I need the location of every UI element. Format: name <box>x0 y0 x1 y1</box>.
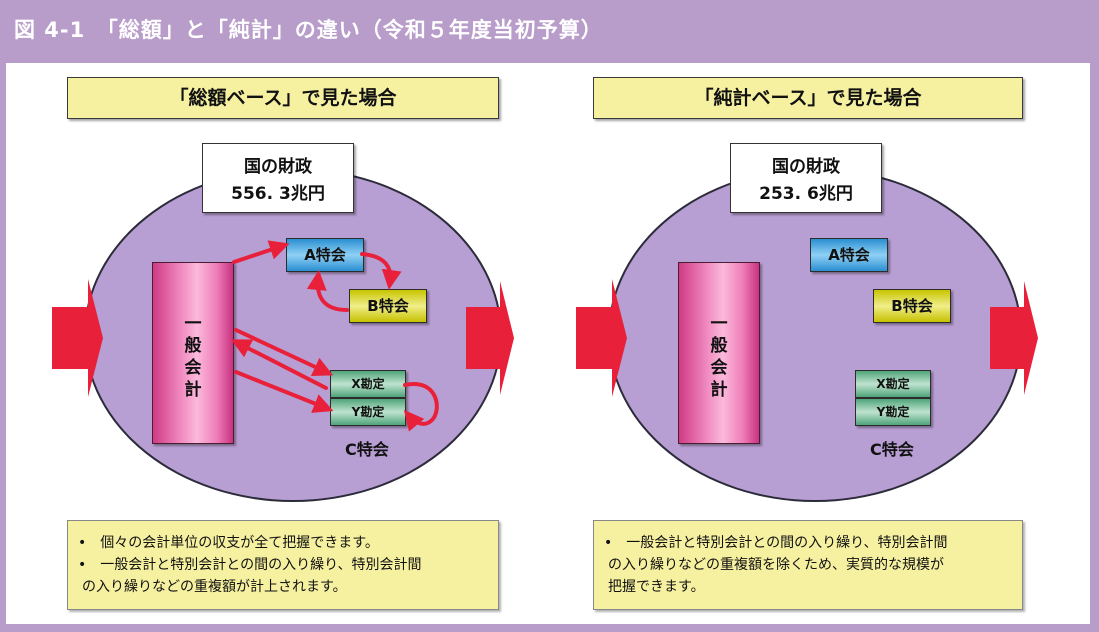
left-general-char-2: 般 <box>184 336 202 356</box>
right-general-account: 一 般 会 計 <box>678 262 760 444</box>
right-finance-label: 国の財政 <box>772 157 840 177</box>
right-general-char-4: 計 <box>710 380 728 400</box>
left-note-1: • 個々の会計単位の収支が全て把握できます。 <box>78 535 379 551</box>
left-finance-value: 556. 3兆円 <box>231 184 325 204</box>
right-note-2: の入り繰りなどの重複額を除くため、実質的な規模が <box>608 557 944 573</box>
left-y-account: Y勘定 <box>330 398 406 426</box>
left-finance-label: 国の財政 <box>244 157 312 177</box>
right-panel-heading: 「純計ベース」で見た場合 <box>593 77 1023 119</box>
left-note-3: の入り繰りなどの重複額が計上されます。 <box>82 579 347 595</box>
left-x-account: X勘定 <box>330 370 406 398</box>
right-a-special-account: A特会 <box>810 238 888 272</box>
left-a-special-account: A特会 <box>286 238 364 272</box>
right-general-char-3: 会 <box>710 358 728 378</box>
left-c-special-account-label: C特会 <box>345 440 389 459</box>
left-finance-box: 国の財政 556. 3兆円 <box>202 143 354 213</box>
right-b-special-account: B特会 <box>873 289 951 323</box>
right-general-char-1: 一 <box>710 314 728 334</box>
left-b-special-account: B特会 <box>349 289 427 323</box>
left-notes: • 個々の会計単位の収支が全て把握できます。 • 一般会計と特別会計との間の入り… <box>67 520 499 610</box>
right-finance-value: 253. 6兆円 <box>759 184 853 204</box>
left-general-char-4: 計 <box>184 380 202 400</box>
left-general-char-3: 会 <box>184 358 202 378</box>
left-general-account: 一 般 会 計 <box>152 262 234 444</box>
left-note-2: • 一般会計と特別会計との間の入り繰り、特別会計間 <box>78 557 422 573</box>
left-panel-heading: 「総額ベース」で見た場合 <box>67 77 499 119</box>
right-finance-ellipse <box>608 168 1022 502</box>
right-general-char-2: 般 <box>710 336 728 356</box>
right-note-3: 把握できます。 <box>608 579 705 595</box>
figure-title: 図 4-1 「総額」と「純計」の違い（令和５年度当初予算） <box>14 18 603 42</box>
left-finance-ellipse <box>84 168 502 502</box>
right-note-1: • 一般会計と特別会計との間の入り繰り、特別会計間 <box>604 535 948 551</box>
right-x-account: X勘定 <box>855 370 931 398</box>
left-general-char-1: 一 <box>184 314 202 334</box>
right-notes: • 一般会計と特別会計との間の入り繰り、特別会計間 の入り繰りなどの重複額を除く… <box>593 520 1023 610</box>
right-y-account: Y勘定 <box>855 398 931 426</box>
right-finance-box: 国の財政 253. 6兆円 <box>730 143 882 213</box>
right-c-special-account-label: C特会 <box>870 440 914 459</box>
